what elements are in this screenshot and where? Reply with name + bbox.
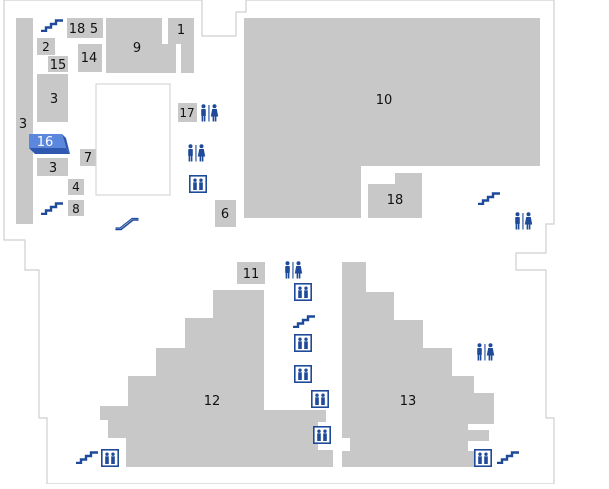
unit-11-shape[interactable]	[237, 262, 265, 284]
unit-13-label: 13	[400, 394, 417, 409]
unit-16-label: 16	[37, 135, 54, 150]
unit-2-shape[interactable]	[37, 38, 55, 55]
unit-15-shape[interactable]	[48, 56, 68, 72]
unit-18-shape[interactable]	[67, 18, 86, 38]
unit-9-shape[interactable]	[106, 18, 176, 73]
unit-8-shape[interactable]	[68, 200, 84, 216]
unit-1-shape[interactable]	[168, 18, 194, 73]
unit-13-shape[interactable]	[342, 262, 494, 467]
unit-12-shape[interactable]	[100, 290, 333, 467]
unit-4-label: 4	[72, 180, 80, 194]
unit-1-label: 1	[177, 23, 185, 38]
unit-18b-shape[interactable]	[368, 173, 422, 218]
unit-7-shape[interactable]	[80, 149, 96, 166]
unit-16-highlight[interactable]: 16	[29, 134, 70, 154]
unit-14-shape[interactable]	[78, 44, 102, 72]
unit-5-shape[interactable]	[86, 18, 103, 38]
unit-18-label: 18	[69, 22, 86, 37]
unit-18b-label: 18	[387, 193, 404, 208]
unit-17-label: 17	[179, 106, 194, 120]
atrium-void	[95, 83, 171, 196]
unit-2-label: 2	[42, 40, 50, 54]
unit-16-shape	[29, 134, 66, 148]
elevator-icon[interactable]	[294, 283, 312, 301]
unit-11-label: 11	[243, 267, 260, 282]
unit-14-label: 14	[81, 51, 98, 66]
unit-10-shape[interactable]	[244, 18, 540, 218]
elevator-icon[interactable]	[294, 334, 312, 352]
unit-5-label: 5	[90, 22, 98, 37]
units-layer: 18 5 9 1 2 14 15 3 3 3 16 7 4 8	[16, 18, 540, 467]
unit-3-lower-shape[interactable]	[37, 158, 68, 176]
unit-4-shape[interactable]	[68, 179, 84, 195]
unit-10-label: 10	[376, 93, 393, 108]
elevator-icon[interactable]	[311, 390, 329, 408]
unit-3-strip-label: 3	[19, 117, 27, 132]
elevator-icon[interactable]	[474, 449, 492, 467]
unit-9-label: 9	[133, 41, 141, 56]
unit-8-label: 8	[72, 202, 80, 216]
unit-16-shadow	[29, 148, 70, 154]
unit-17-shape[interactable]	[178, 103, 197, 122]
unit-6-label: 6	[221, 207, 229, 222]
unit-3-strip-shape[interactable]	[16, 18, 33, 224]
elevator-icon[interactable]	[294, 365, 312, 383]
unit-15-label: 15	[50, 58, 67, 73]
unit-3-upper-label: 3	[50, 92, 58, 107]
unit-3-lower-label: 3	[49, 161, 57, 176]
unit-3-upper-shape[interactable]	[37, 74, 68, 122]
unit-16-side	[62, 134, 70, 154]
elevator-icon[interactable]	[313, 426, 331, 444]
elevator-icon[interactable]	[189, 175, 207, 193]
unit-6-shape[interactable]	[215, 200, 236, 227]
unit-12-label: 12	[204, 394, 221, 409]
unit-7-label: 7	[84, 151, 92, 166]
elevator-icon[interactable]	[101, 449, 119, 467]
